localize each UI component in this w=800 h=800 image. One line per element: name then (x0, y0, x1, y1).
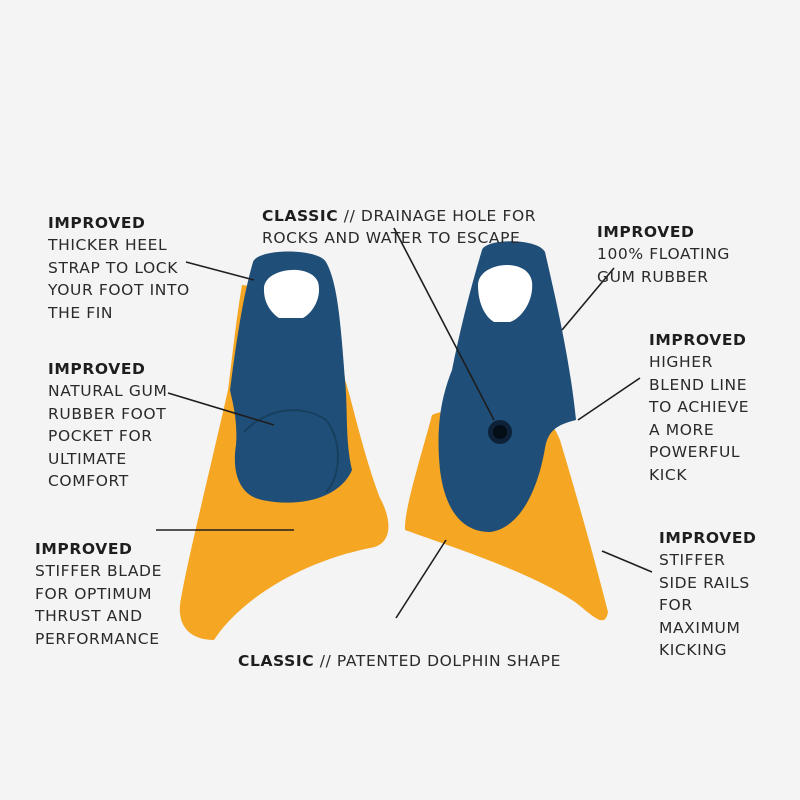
callout-heel-strap-text: THICKER HEEL STRAP TO LOCK YOUR FOOT INT… (48, 236, 190, 322)
callout-blend-line-text: HIGHER BLEND LINE TO ACHIEVE A MORE POWE… (649, 353, 750, 484)
callout-dolphin-tag: CLASSIC (238, 651, 315, 670)
right-fin-foot-pocket (438, 241, 576, 532)
leader-floating (561, 267, 615, 331)
callout-drainage-text: // DRAINAGE HOLE FOR ROCKS AND WATER TO … (262, 206, 537, 248)
left-fin-heel-opening (263, 269, 320, 318)
callout-blend-line-tag: IMPROVED (649, 330, 747, 349)
leader-drainage (393, 227, 495, 421)
callout-floating-tag: IMPROVED (597, 222, 695, 241)
callout-drainage-tag: CLASSIC (262, 206, 339, 225)
leader-blend-line (577, 377, 641, 421)
callout-foot-pocket-text: NATURAL GUM RUBBER FOOT POCKET FOR ULTIM… (48, 382, 168, 490)
leader-dolphin (395, 539, 447, 619)
callout-drainage: CLASSIC // DRAINAGE HOLE FOR ROCKS AND W… (262, 182, 536, 250)
right-fin (404, 241, 608, 621)
leader-foot-pocket (167, 392, 275, 426)
callout-blade-text: STIFFER BLADE FOR OPTIMUM THRUST AND PER… (35, 562, 162, 648)
leader-side-rails (601, 550, 653, 573)
callout-side-rails-text: STIFFER SIDE RAILS FOR MAXIMUM KICKING (659, 551, 750, 659)
callout-dolphin-text: // PATENTED DOLPHIN SHAPE (314, 651, 561, 670)
callout-floating-text: 100% FLOATING GUM RUBBER (597, 245, 731, 286)
callout-floating: IMPROVED 100% FLOATING GUM RUBBER (597, 198, 730, 311)
callout-heel-strap-tag: IMPROVED (48, 213, 146, 232)
callout-heel-strap: IMPROVED THICKER HEEL STRAP TO LOCK YOUR… (48, 189, 190, 347)
callout-blade: IMPROVED STIFFER BLADE FOR OPTIMUM THRUS… (35, 515, 162, 673)
leader-heel-strap (185, 261, 255, 281)
leader-lines (156, 227, 653, 619)
left-fin-foot-pocket (230, 251, 352, 503)
callout-foot-pocket-tag: IMPROVED (48, 359, 146, 378)
drainage-hole-inner (493, 425, 507, 439)
callout-foot-pocket: IMPROVED NATURAL GUM RUBBER FOOT POCKET … (48, 335, 167, 515)
callout-side-rails: IMPROVED STIFFER SIDE RAILS FOR MAXIMUM … (659, 504, 757, 684)
callout-blend-line: IMPROVED HIGHER BLEND LINE TO ACHIEVE A … (649, 306, 749, 509)
left-fin (179, 251, 389, 640)
callout-dolphin: CLASSIC // PATENTED DOLPHIN SHAPE (238, 627, 561, 672)
left-fin-foot-bed-outline (243, 409, 339, 493)
callout-side-rails-tag: IMPROVED (659, 528, 757, 547)
right-fin-heel-opening (478, 264, 533, 322)
callout-blade-tag: IMPROVED (35, 539, 133, 558)
